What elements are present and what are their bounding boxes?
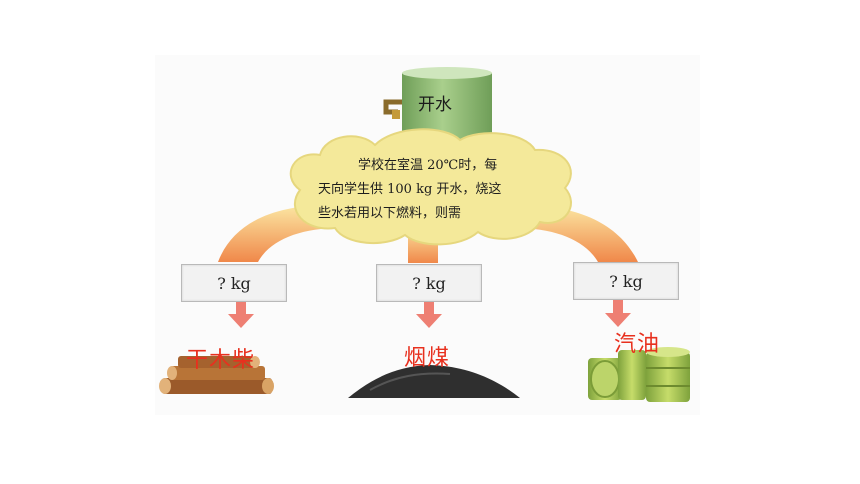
gasoline-barrels-image [588, 347, 690, 402]
fuel-label-firewood: 干木柴 [186, 348, 256, 373]
firewood-image [159, 356, 274, 394]
down-arrow-center [416, 301, 442, 328]
fuel-label-coal: 烟煤 [404, 346, 451, 371]
cloud-line-3: 些水若用以下燃料，则需 [318, 206, 462, 221]
down-arrow-left [228, 301, 254, 328]
cloud-line-2: 天向学生供 100 kg 开水，烧这 [318, 182, 502, 197]
tank-label: 开水 [418, 95, 452, 115]
cloud-line-1: 学校在室温 20℃时，每 [358, 158, 498, 173]
answer-box-gasoline: ? kg [573, 262, 679, 300]
coal-image [348, 365, 520, 398]
fuel-label-gasoline: 汽油 [614, 332, 661, 357]
answer-box-firewood: ? kg [181, 264, 287, 302]
answer-box-coal: ? kg [376, 264, 482, 302]
info-cloud [289, 128, 572, 246]
down-arrow-right [605, 300, 631, 327]
